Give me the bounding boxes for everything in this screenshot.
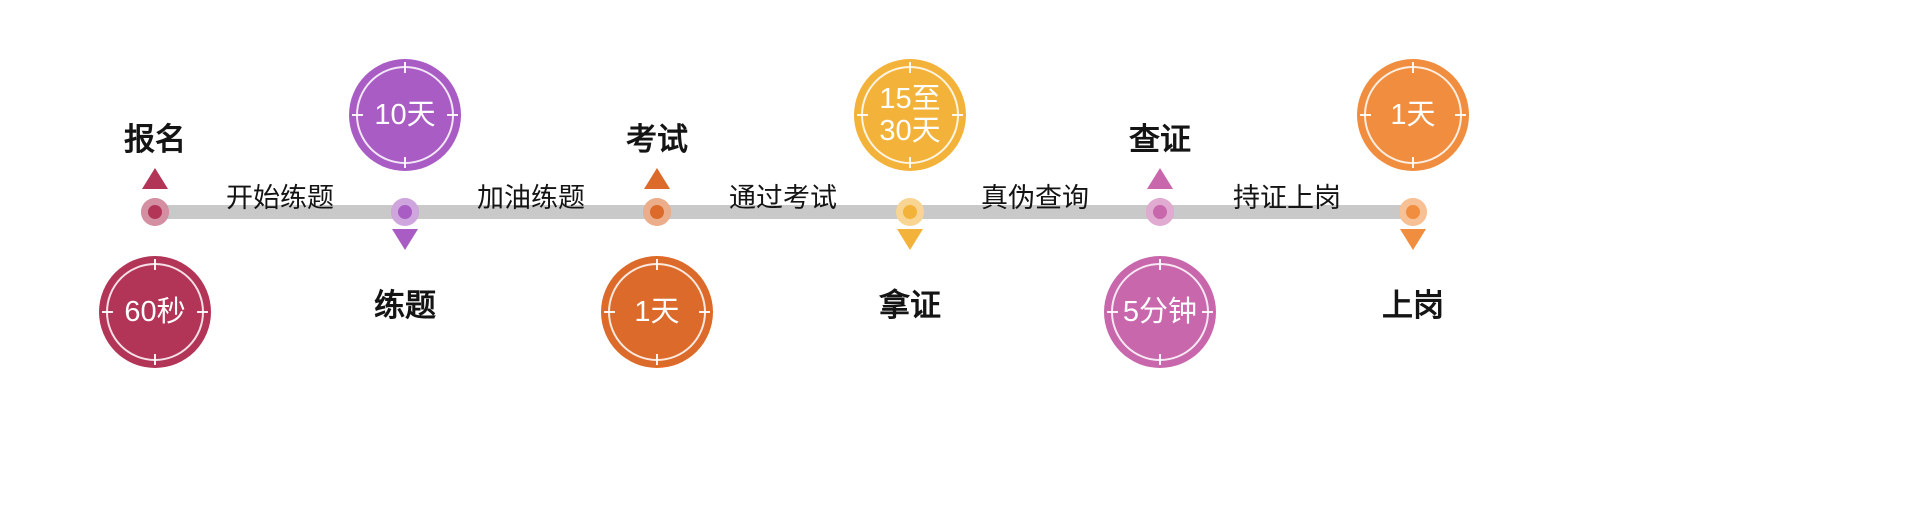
timeline-dot	[391, 198, 419, 226]
clock-tick-icon	[857, 114, 868, 116]
clock-tick-icon	[197, 311, 208, 313]
clock-tick-icon	[1412, 157, 1414, 168]
node-label: 上岗	[1382, 288, 1444, 323]
arrow-down-icon	[392, 229, 418, 250]
clock-duration: 60秒	[124, 295, 186, 328]
clock-badge: 1天	[601, 256, 713, 368]
segment-label: 加油练题	[477, 183, 585, 213]
segment-label: 持证上岗	[1233, 183, 1341, 213]
clock-tick-icon	[447, 114, 458, 116]
clock-badge: 1天	[1357, 59, 1469, 171]
segment-label: 通过考试	[729, 183, 837, 213]
clock-tick-icon	[1360, 114, 1371, 116]
timeline-bar	[148, 205, 1420, 219]
clock-tick-icon	[909, 157, 911, 168]
node-label: 拿证	[879, 288, 941, 323]
segment-label: 真伪查询	[981, 183, 1089, 213]
clock-tick-icon	[154, 259, 156, 270]
timeline-dot-core	[1153, 205, 1167, 219]
clock-badge: 5分钟	[1104, 256, 1216, 368]
clock-duration: 10天	[374, 98, 436, 131]
segment-label: 开始练题	[226, 183, 334, 213]
arrow-up-icon	[142, 168, 168, 189]
clock-tick-icon	[154, 354, 156, 365]
timeline-dot	[1399, 198, 1427, 226]
clock-tick-icon	[1107, 311, 1118, 313]
clock-tick-icon	[604, 311, 615, 313]
clock-tick-icon	[102, 311, 113, 313]
clock-tick-icon	[1455, 114, 1466, 116]
node-label: 考试	[626, 122, 688, 157]
arrow-up-icon	[644, 168, 670, 189]
timeline-dot	[643, 198, 671, 226]
clock-tick-icon	[1159, 259, 1161, 270]
clock-badge: 60秒	[99, 256, 211, 368]
clock-tick-icon	[404, 62, 406, 73]
clock-tick-icon	[656, 259, 658, 270]
node-label: 练题	[374, 288, 436, 323]
timeline-dot-core	[1406, 205, 1420, 219]
clock-badge: 15至 30天	[854, 59, 966, 171]
clock-tick-icon	[952, 114, 963, 116]
arrow-down-icon	[897, 229, 923, 250]
timeline-dot-core	[650, 205, 664, 219]
clock-tick-icon	[656, 354, 658, 365]
timeline-dot	[896, 198, 924, 226]
clock-tick-icon	[699, 311, 710, 313]
clock-tick-icon	[352, 114, 363, 116]
clock-duration: 5分钟	[1122, 295, 1198, 328]
node-label: 查证	[1129, 122, 1191, 157]
timeline-dot	[1146, 198, 1174, 226]
timeline-dot-core	[148, 205, 162, 219]
clock-duration: 1天	[634, 295, 680, 328]
arrow-down-icon	[1400, 229, 1426, 250]
timeline-dot-core	[398, 205, 412, 219]
clock-duration: 1天	[1390, 98, 1436, 131]
timeline-dot	[141, 198, 169, 226]
clock-badge: 10天	[349, 59, 461, 171]
timeline-dot-core	[903, 205, 917, 219]
clock-tick-icon	[1202, 311, 1213, 313]
clock-tick-icon	[909, 62, 911, 73]
clock-tick-icon	[1412, 62, 1414, 73]
node-label: 报名	[124, 122, 186, 157]
clock-tick-icon	[404, 157, 406, 168]
clock-tick-icon	[1159, 354, 1161, 365]
arrow-up-icon	[1147, 168, 1173, 189]
clock-duration: 15至 30天	[879, 82, 941, 147]
